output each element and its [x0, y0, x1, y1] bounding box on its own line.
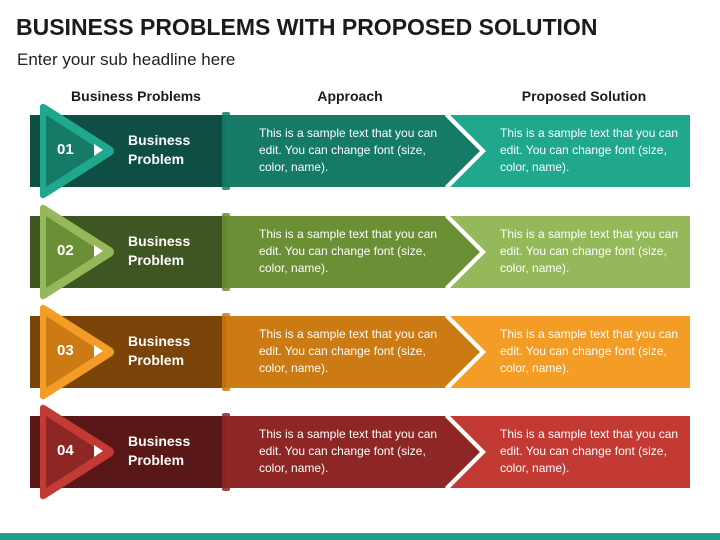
chevron-separator — [444, 314, 485, 390]
row-1: 01 Business Problem This is a sample tex… — [30, 103, 690, 199]
row-problem-label: Business Problem — [128, 132, 191, 167]
band-divider — [222, 112, 230, 190]
row-number: 03 — [57, 342, 74, 359]
row-solution-text: This is a sample text that you can edit.… — [500, 126, 679, 174]
row-3-shapes — [30, 304, 690, 400]
row-number: 01 — [57, 141, 74, 158]
row-1-shapes — [30, 103, 690, 199]
approach-chevron — [226, 316, 482, 388]
row-solution-text: This is a sample text that you can edit.… — [500, 327, 679, 375]
play-arrow-icon — [94, 445, 103, 457]
approach-chevron — [226, 416, 482, 488]
row-problem-label: Business Problem — [128, 433, 191, 468]
page-subtitle: Enter your sub headline here — [17, 50, 236, 69]
column-header-business-problems: Business Problems — [71, 88, 201, 104]
row-number: 02 — [57, 242, 74, 259]
solution-band — [450, 115, 690, 187]
row-triangle-inner — [46, 216, 102, 288]
row-number: 04 — [57, 442, 74, 459]
band-divider — [222, 313, 230, 391]
solution-band — [450, 416, 690, 488]
row-4: 04 Business Problem This is a sample tex… — [30, 404, 690, 500]
column-header-approach: Approach — [317, 88, 383, 104]
chevron-separator — [444, 414, 485, 490]
row-approach-text: This is a sample text that you can edit.… — [259, 427, 438, 475]
row-approach-text: This is a sample text that you can edit.… — [259, 126, 438, 174]
row-triangle-inner — [46, 115, 102, 187]
play-arrow-icon — [94, 144, 103, 156]
row-2: 02 Business Problem This is a sample tex… — [30, 204, 690, 300]
band-divider — [222, 213, 230, 291]
row-solution-text: This is a sample text that you can edit.… — [500, 227, 679, 275]
row-problem-label: Business Problem — [128, 333, 191, 368]
approach-chevron — [226, 216, 482, 288]
row-triangle-inner — [46, 416, 102, 488]
row-solution-text: This is a sample text that you can edit.… — [500, 427, 679, 475]
column-header-proposed-solution: Proposed Solution — [521, 88, 647, 104]
play-arrow-icon — [94, 245, 103, 257]
chevron-separator — [444, 214, 485, 290]
row-2-shapes — [30, 204, 690, 300]
row-3: 03 Business Problem This is a sample tex… — [30, 304, 690, 400]
play-arrow-icon — [94, 345, 103, 357]
bottom-accent-bar — [0, 533, 720, 540]
approach-chevron — [226, 115, 482, 187]
row-approach-text: This is a sample text that you can edit.… — [259, 327, 438, 375]
page-title: BUSINESS PROBLEMS WITH PROPOSED SOLUTION — [16, 14, 598, 40]
row-4-shapes — [30, 404, 690, 500]
solution-band — [450, 216, 690, 288]
band-divider — [222, 413, 230, 491]
chevron-separator — [444, 113, 485, 189]
row-triangle-inner — [46, 316, 102, 388]
solution-band — [450, 316, 690, 388]
row-approach-text: This is a sample text that you can edit.… — [259, 227, 438, 275]
row-problem-label: Business Problem — [128, 233, 191, 268]
